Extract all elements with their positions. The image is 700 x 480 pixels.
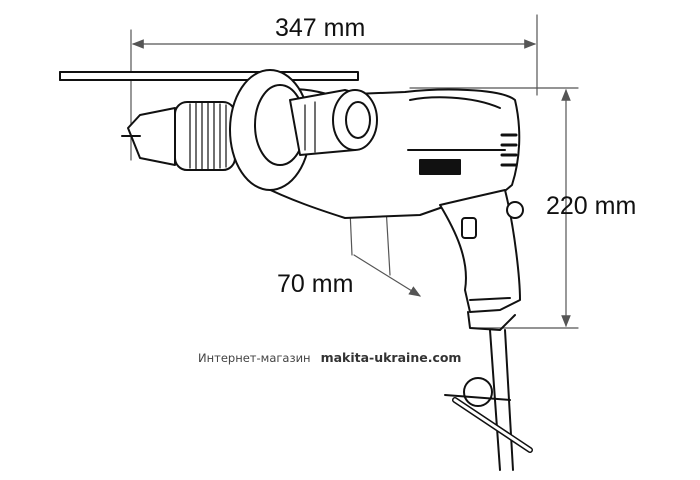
dimension-lines [130,14,579,329]
watermark-prefix: Интернет-магазин [198,351,311,365]
watermark: Интернет-магазин makita-ukraine.com [198,350,461,365]
drill-chuck [121,101,236,171]
depth-dimension-line [353,254,422,297]
depth-gauge-rod [59,71,359,81]
side-handle [229,69,378,191]
height-label: 220 mm [546,192,637,220]
depth-label: 70 mm [277,270,354,298]
watermark-site: makita-ukraine.com [320,350,462,365]
length-label: 347 mm [275,14,366,42]
power-cord [444,329,533,471]
